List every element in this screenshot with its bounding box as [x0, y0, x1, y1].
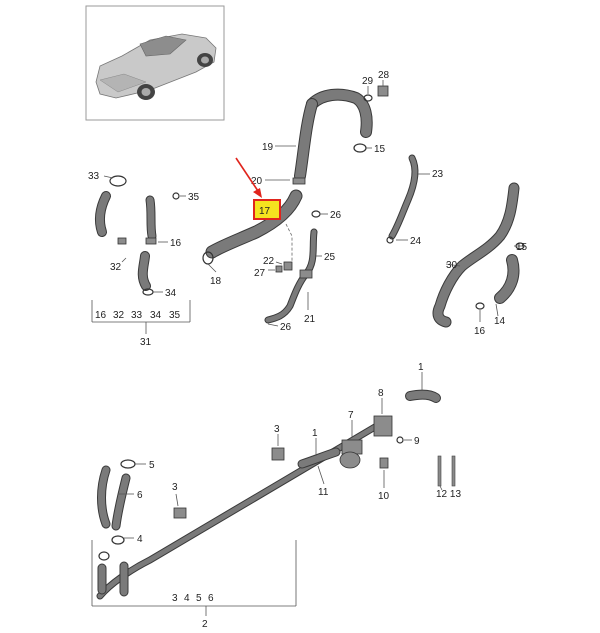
group-31-members: 16 — [95, 310, 107, 321]
callout-12-13: 12 13 — [436, 489, 461, 500]
callout-16: 16 — [170, 238, 182, 249]
callout-17[interactable]: 17 — [259, 206, 271, 217]
center-lower-hoses — [264, 210, 328, 327]
callout-8: 8 — [378, 388, 384, 399]
group-31-label: 31 — [140, 337, 152, 348]
callout-26: 26 — [330, 210, 342, 221]
group-31-members: 32 — [113, 310, 125, 321]
group-2-label: 2 — [202, 619, 208, 630]
callout-20: 20 — [251, 176, 263, 187]
callout-23: 23 — [432, 169, 444, 180]
callout-15: 15 — [374, 144, 386, 155]
callout-19: 19 — [262, 142, 274, 153]
callout-1: 1 — [312, 428, 318, 439]
group-2-members: 3 — [172, 593, 178, 604]
callout-30: 30 — [446, 260, 458, 271]
callout-27: 27 — [254, 268, 266, 279]
clamp-15-upper — [353, 143, 372, 153]
group-31-members: 34 — [150, 310, 162, 321]
group-2-members: 6 — [208, 593, 214, 604]
callout-3: 3 — [274, 424, 280, 435]
group-31-assembly — [91, 175, 191, 334]
callout-9: 9 — [414, 436, 420, 447]
callout-6: 6 — [137, 490, 143, 501]
callout-22: 22 — [263, 256, 275, 267]
callout-4: 4 — [137, 534, 143, 545]
callout-29: 29 — [362, 76, 374, 87]
callout-16: 16 — [474, 326, 486, 337]
callout-3: 3 — [172, 482, 178, 493]
callout-32: 32 — [110, 262, 122, 273]
highlight-arrow — [235, 157, 262, 198]
callout-24: 24 — [410, 236, 422, 247]
group-31-members: 35 — [169, 310, 181, 321]
callout-11: 11 — [318, 487, 329, 498]
center-upper-hoses — [202, 88, 373, 273]
callout-28: 28 — [378, 70, 390, 81]
callout-10: 10 — [378, 491, 390, 502]
callout-7: 7 — [348, 410, 354, 421]
highlight-box-17 — [253, 199, 281, 220]
callout-18: 18 — [210, 276, 222, 287]
callout-5: 5 — [149, 460, 155, 471]
callout-21: 21 — [304, 314, 316, 325]
car-thumbnail — [85, 5, 225, 121]
callout-1: 1 — [418, 362, 424, 373]
callout-26: 26 — [280, 322, 292, 333]
parts-28-29 — [363, 80, 389, 102]
highlighted-part-17[interactable]: 17 — [253, 199, 281, 220]
lower-pipe-assembly — [91, 372, 456, 616]
group-31-members: 33 — [131, 310, 143, 321]
callout-35: 35 — [188, 192, 200, 203]
callout-34: 34 — [165, 288, 177, 299]
callout-33: 33 — [88, 171, 100, 182]
group-2-members: 4 — [184, 593, 190, 604]
callout-14: 14 — [494, 316, 506, 327]
callout-15: 15 — [516, 242, 528, 253]
group-2-members: 5 — [196, 593, 202, 604]
hose-23 — [386, 154, 430, 244]
callout-25: 25 — [324, 252, 336, 263]
right-hose-assembly — [432, 182, 525, 328]
